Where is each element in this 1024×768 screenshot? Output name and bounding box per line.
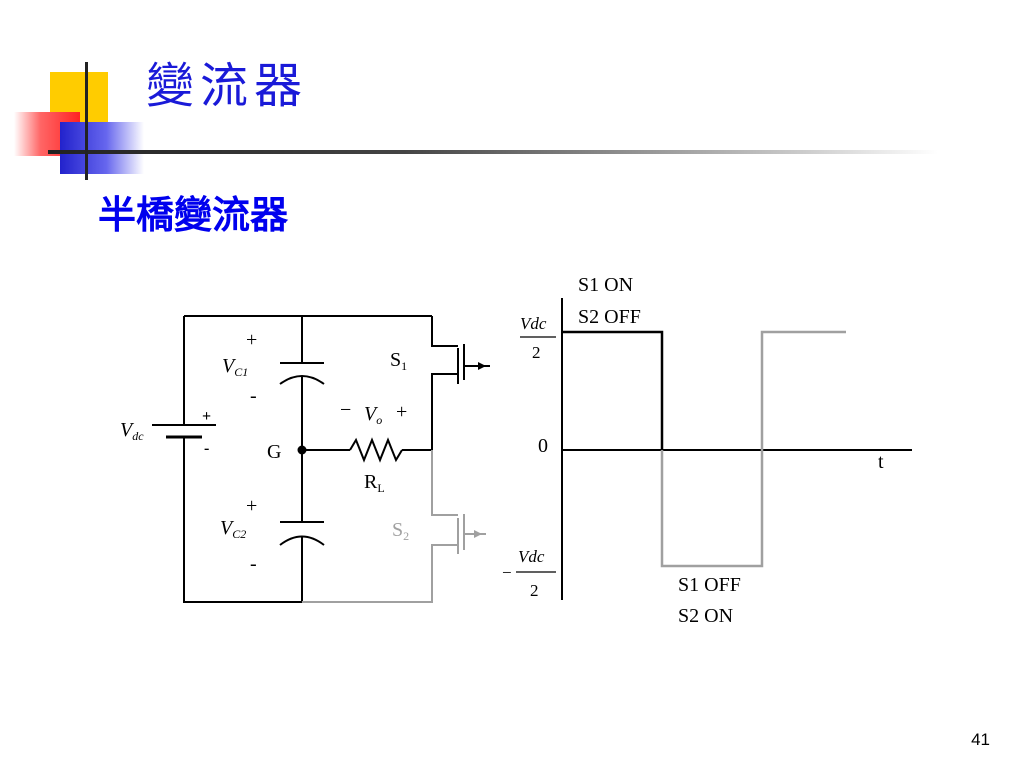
wire-s2-to-bottom [302,544,458,603]
s2-label: S2 [392,519,409,543]
state2-line2: S2 ON [678,605,733,627]
circuit-inactive [302,450,486,603]
bottom-label-sign: − [502,563,512,582]
top-label-denominator: 2 [532,343,541,362]
rl-label: RL [364,471,385,495]
zero-label: 0 [538,435,548,457]
source-plus: + [202,408,211,425]
vo-minus: − [340,399,351,421]
resistor-rl [349,437,403,463]
source-minus: - [204,440,209,457]
cap1-minus: - [250,385,257,407]
bottom-label-numerator: Vdc [518,547,545,566]
top-label-numerator: Vdc [520,314,547,333]
bottom-label-denominator: 2 [530,581,539,600]
state1-line2: S2 OFF [578,306,641,328]
state1-line1: S1 ON [578,274,633,296]
wire-right-upper [431,316,458,347]
page-number: 41 [971,730,990,749]
node-g-dot [297,445,307,455]
circuit [152,315,490,603]
node-g-label: G [267,441,281,463]
vo-plus: + [396,401,407,423]
cap1-plus: + [246,329,257,351]
vo-label: Vo [364,403,382,427]
time-label: t [878,451,884,473]
wire-s1-to-mid [431,373,458,450]
wire-left-lower [183,465,302,603]
source-label: Vdc [120,419,144,443]
cap1-label: VC1 [222,355,248,379]
page-title: 變流器 [146,58,309,114]
section-heading: 半橋變流器 [98,192,289,237]
deco-blue-square [60,122,144,174]
deco-vertical-line [85,62,88,180]
state2-line1: S1 OFF [678,574,741,596]
cap2-plate-curved [279,535,325,546]
s1-arrow [478,362,486,370]
cap2-plus: + [246,495,257,517]
cap2-minus: - [250,553,257,575]
title-underline [48,150,938,154]
s2-arrow [474,530,482,538]
cap2-label: VC2 [220,517,246,541]
s1-label: S1 [390,349,407,373]
waveform-axes [561,298,912,600]
waveform-s2-on [660,330,846,568]
waveform-s1-on [562,330,664,450]
wire-right-lower [431,450,458,516]
